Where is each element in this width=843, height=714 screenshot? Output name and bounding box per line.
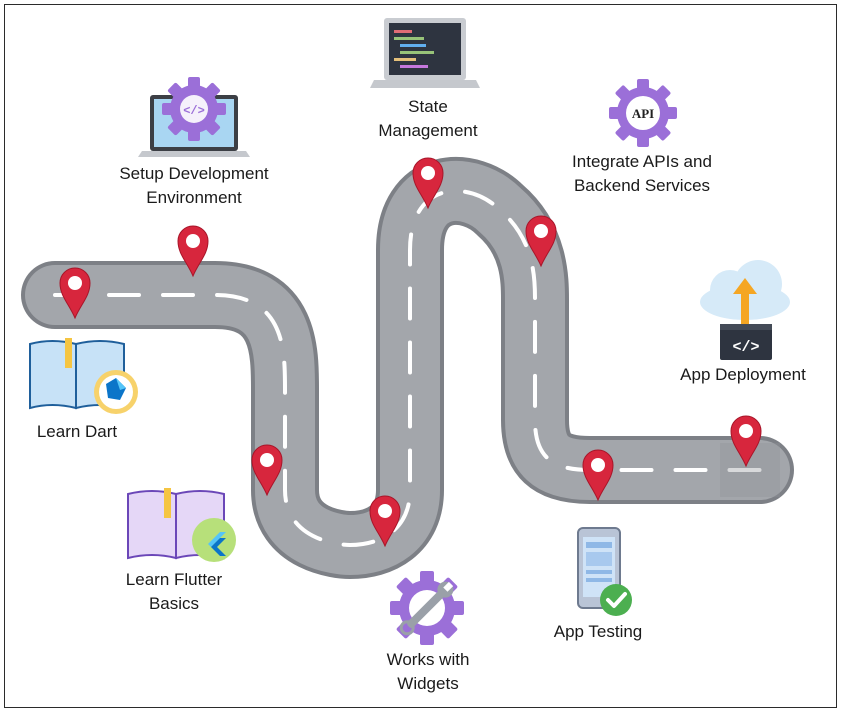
- label-line: Integrate APIs and: [572, 152, 712, 171]
- location-pin-icon: [59, 267, 91, 320]
- location-pin-icon: [582, 449, 614, 502]
- api-gear-icon: API: [609, 79, 677, 147]
- label-line: Learn Dart: [36, 422, 118, 441]
- label-app-testing: App Testing: [540, 620, 656, 644]
- label-line: Setup Development: [119, 164, 269, 183]
- label-line: App Deployment: [680, 365, 806, 384]
- label-state-management: State Management: [360, 95, 496, 143]
- book-dart-logo-icon: [29, 338, 138, 414]
- location-pins: [59, 157, 762, 548]
- label-widgets: Works with Widgets: [366, 648, 490, 696]
- label-integrate-apis: Integrate APIs and Backend Services: [552, 150, 732, 198]
- location-pin-icon: [730, 415, 762, 468]
- label-line: Management: [378, 121, 478, 140]
- code-tag-text: </>: [183, 104, 205, 118]
- location-pin-icon: [525, 215, 557, 268]
- label-setup-environment: Setup Development Environment: [96, 162, 292, 210]
- label-line: State: [408, 97, 448, 116]
- label-line: App Testing: [553, 622, 643, 641]
- label-line: Widgets: [397, 674, 459, 693]
- label-line: Basics: [148, 594, 200, 613]
- location-pin-icon: [369, 495, 401, 548]
- road-lane-dashes: [53, 189, 762, 548]
- label-line: Works with: [386, 650, 470, 669]
- location-pin-icon: [412, 157, 444, 210]
- api-text: API: [632, 106, 654, 121]
- cloud-deploy-icon: </>: [700, 260, 790, 360]
- label-learn-dart: Learn Dart: [22, 420, 132, 444]
- deploy-code-tag-text: </>: [732, 339, 759, 356]
- laptop-code-editor-icon: [370, 18, 480, 88]
- label-flutter-basics: Learn Flutter Basics: [104, 568, 244, 616]
- label-line: Learn Flutter: [125, 570, 223, 589]
- book-flutter-logo-icon: [127, 488, 236, 562]
- road: [21, 157, 794, 579]
- label-line: Backend Services: [573, 176, 711, 195]
- phone-checkmark-icon: [577, 527, 632, 616]
- label-app-deployment: App Deployment: [668, 363, 818, 387]
- gear-wrench-icon: [390, 571, 464, 645]
- location-pin-icon: [177, 225, 209, 278]
- laptop-code-gear-icon: </>: [138, 77, 250, 157]
- location-pin-icon: [251, 444, 283, 497]
- label-line: Environment: [146, 188, 242, 207]
